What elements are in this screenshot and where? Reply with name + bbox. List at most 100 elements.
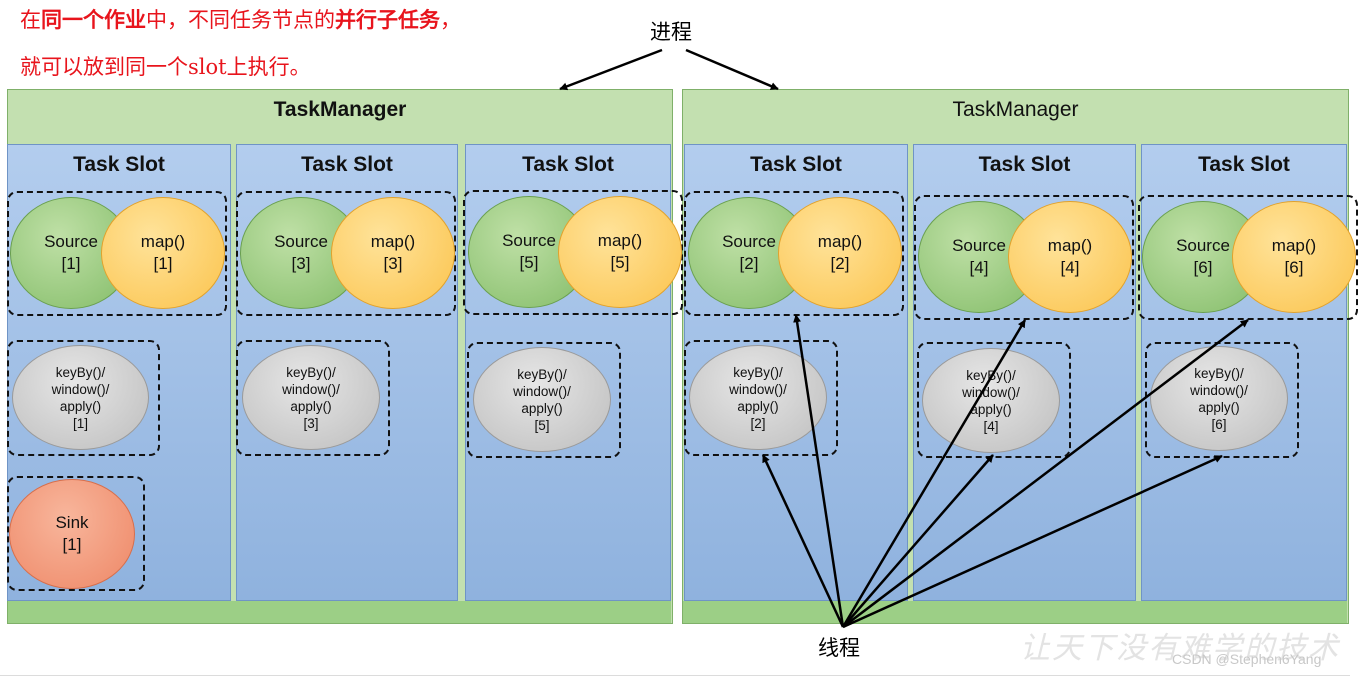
- keyby-group-1: [7, 340, 160, 456]
- node-label: apply(): [737, 398, 779, 414]
- source-map-chain-1: [7, 191, 227, 316]
- note-line-2: 就可以放到同一个slot上执行。: [20, 55, 311, 79]
- node-index: [4]: [969, 258, 989, 277]
- watermark: 让天下没有难学的技术: [1020, 631, 1340, 666]
- node-label: Source: [44, 232, 98, 251]
- csdn-credit: CSDN @Stephen6Yang: [1172, 651, 1322, 667]
- thread-arrow: [842, 454, 1223, 629]
- node-index: [4]: [983, 418, 999, 434]
- keyby-group-3: [236, 340, 390, 456]
- node-label: keyBy()/: [286, 364, 336, 380]
- node-label: Sink: [55, 513, 89, 532]
- taskmanager-title: TaskManager: [273, 98, 407, 121]
- node-index: [2]: [750, 415, 766, 431]
- note-seg: ，: [440, 8, 461, 32]
- sink-group-1: [7, 476, 145, 591]
- node-label: map(): [1047, 236, 1093, 255]
- thread-arrow: [793, 314, 845, 628]
- node-label: map(): [817, 232, 863, 251]
- node-label: keyBy()/: [517, 366, 567, 382]
- node-label: Source: [722, 232, 776, 251]
- map-node-5: map() [5]: [558, 196, 682, 308]
- note-seg-bold: 并行子任务: [335, 7, 440, 32]
- thread-arrow: [761, 454, 845, 628]
- note-seg-bold: 同一个作业: [41, 7, 146, 32]
- node-index: [1]: [72, 415, 88, 431]
- source-map-chain-4: [914, 195, 1134, 320]
- map-node-1: map() [1]: [101, 197, 225, 309]
- node-label: window()/: [962, 384, 1020, 400]
- node-label: keyBy()/: [1194, 365, 1244, 381]
- node-label: Source: [274, 232, 328, 251]
- source-map-chain-6: [1138, 195, 1358, 320]
- note-seg: 在: [20, 8, 41, 32]
- thread-arrow: [842, 454, 994, 628]
- process-label: 进程: [650, 20, 692, 44]
- process-arrow-right: [685, 48, 779, 91]
- map-node-2: map() [2]: [778, 197, 902, 309]
- node-index: [2]: [830, 254, 850, 273]
- node-index: [2]: [739, 254, 759, 273]
- task-slot-title: Task Slot: [978, 153, 1071, 176]
- node-index: [6]: [1284, 258, 1304, 277]
- node-index: [5]: [519, 253, 539, 272]
- node-index: [5]: [534, 417, 550, 433]
- node-label: map(): [597, 231, 643, 250]
- node-label: window()/: [513, 383, 571, 399]
- node-index: [3]: [383, 254, 403, 273]
- keyby-window-apply-node-1: keyBy()/ window()/ apply() [1]: [12, 345, 149, 450]
- node-label: window()/: [51, 381, 110, 397]
- node-label: keyBy()/: [55, 364, 106, 380]
- keyby-window-apply-node-4: keyBy()/ window()/ apply() [4]: [922, 348, 1060, 453]
- node-index: [4]: [1060, 258, 1080, 277]
- node-label: apply(): [970, 401, 1012, 417]
- keyby-group-2: [684, 340, 838, 456]
- task-slot-title: Task Slot: [73, 153, 165, 176]
- node-label: apply(): [59, 398, 102, 414]
- node-index: [1]: [61, 254, 81, 273]
- keyby-window-apply-node-5: keyBy()/ window()/ apply() [5]: [473, 347, 611, 452]
- node-label: map(): [140, 232, 186, 251]
- node-label: Source: [502, 231, 556, 250]
- keyby-group-4: [917, 342, 1071, 458]
- task-slot-title: Task Slot: [522, 153, 614, 176]
- note-line-1: 在同一个作业中，不同任务节点的并行子任务，: [20, 4, 461, 34]
- node-label: Source: [952, 236, 1006, 255]
- node-index: [6]: [1211, 416, 1227, 432]
- task-slot-title: Task Slot: [301, 153, 393, 176]
- keyby-group-5: [467, 342, 621, 458]
- node-index: [6]: [1193, 258, 1213, 277]
- task-slot-title: Task Slot: [750, 153, 842, 176]
- task-slot-title: Task Slot: [1198, 153, 1290, 176]
- bottom-divider: [0, 675, 1350, 676]
- node-label: map(): [370, 232, 416, 251]
- node-label: window()/: [729, 381, 787, 397]
- node-label: apply(): [521, 400, 563, 416]
- node-label: Source: [1176, 236, 1230, 255]
- keyby-window-apply-node-6: keyBy()/ window()/ apply() [6]: [1150, 346, 1288, 451]
- node-label: apply(): [1198, 399, 1240, 415]
- node-label: map(): [1271, 236, 1317, 255]
- node-label: window()/: [1190, 382, 1248, 398]
- sink-node-1: Sink [1]: [9, 479, 135, 589]
- thread-arrow: [842, 319, 1249, 628]
- node-index: [5]: [610, 253, 630, 272]
- thread-label: 线程: [818, 636, 860, 660]
- map-node-3: map() [3]: [331, 197, 455, 309]
- node-index: [1]: [62, 535, 82, 554]
- source-map-chain-5: [463, 190, 683, 315]
- node-index: [1]: [153, 254, 173, 273]
- node-index: [3]: [303, 415, 319, 431]
- taskmanager-title: TaskManager: [952, 98, 1079, 121]
- map-node-4: map() [4]: [1008, 201, 1132, 313]
- node-label: window()/: [282, 381, 340, 397]
- keyby-window-apply-node-3: keyBy()/ window()/ apply() [3]: [242, 345, 380, 450]
- node-label: apply(): [290, 398, 332, 414]
- process-arrow-left: [559, 48, 663, 91]
- thread-arrow: [841, 319, 1027, 628]
- map-node-6: map() [6]: [1232, 201, 1356, 313]
- source-map-chain-3: [236, 191, 456, 316]
- taskmanager-1-footer: [8, 601, 671, 623]
- node-label: keyBy()/: [733, 364, 783, 380]
